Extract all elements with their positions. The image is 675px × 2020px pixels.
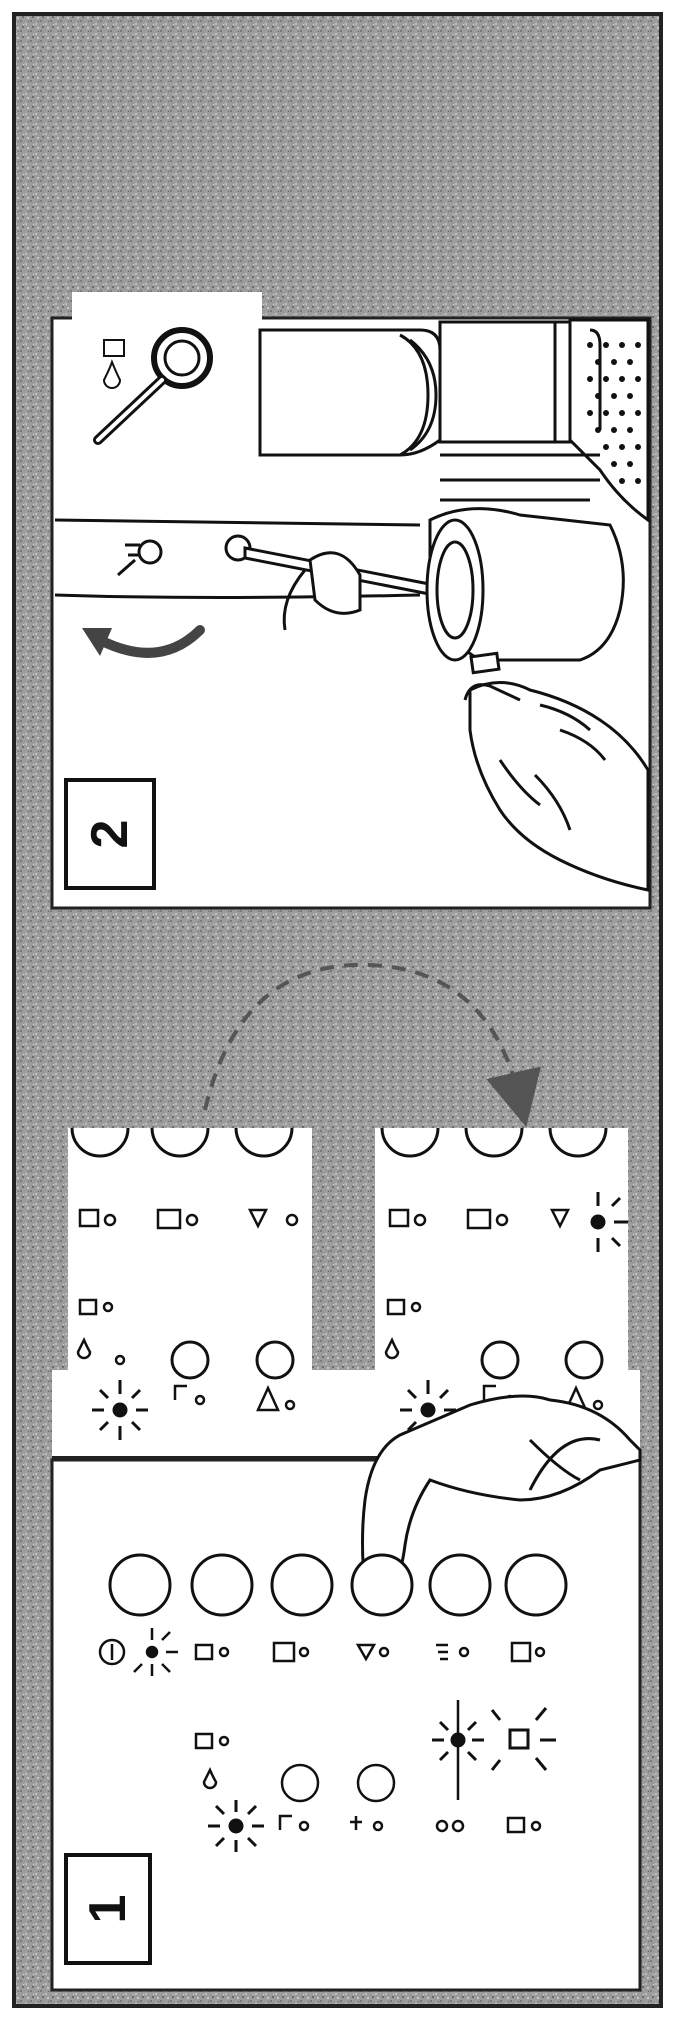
button-steam (352, 1555, 412, 1615)
button-power (110, 1555, 170, 1615)
button-cup-small (192, 1555, 252, 1615)
milk-jug (427, 509, 623, 673)
cup-blinking-light (208, 1800, 264, 1852)
step-1-number: 1 (79, 1895, 137, 1924)
button-grounds (506, 1555, 566, 1615)
step-2-panel: 2 (52, 292, 650, 908)
button-cup-large (272, 1555, 332, 1615)
button-hot-water (430, 1555, 490, 1615)
step-2-number: 2 (81, 820, 139, 849)
